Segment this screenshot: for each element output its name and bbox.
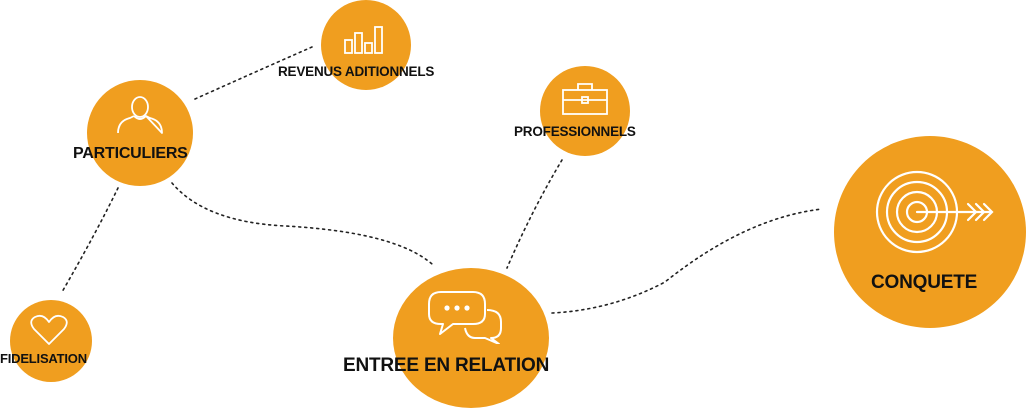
link-professionnels-entree [506,159,563,269]
bar-chart-icon [344,26,383,54]
node-conquete-circle [834,136,1026,328]
node-revenus-label: REVENUS ADITIONNELS [278,64,435,79]
node-revenus-circle [321,0,411,90]
target-arrow-icon [875,170,994,254]
node-particuliers-label: PARTICULIERS [73,145,188,162]
node-fidelisation-label: FIDELISATION [0,351,87,366]
link-particuliers-revenus [194,46,313,100]
heart-icon [30,314,68,345]
link-particuliers-entree [171,182,433,265]
node-conquete-label: CONQUETE [871,272,978,293]
link-entree-conquete [551,208,823,314]
node-professionnels-label: PROFESSIONNELS [514,124,636,139]
link-particuliers-fidelisation [61,187,119,293]
node-professionnels-circle [540,66,630,156]
node-entree-label: ENTREE EN RELATION [343,355,550,376]
briefcase-icon [562,83,608,115]
chat-bubbles-icon [428,291,502,344]
user-icon [117,96,163,134]
